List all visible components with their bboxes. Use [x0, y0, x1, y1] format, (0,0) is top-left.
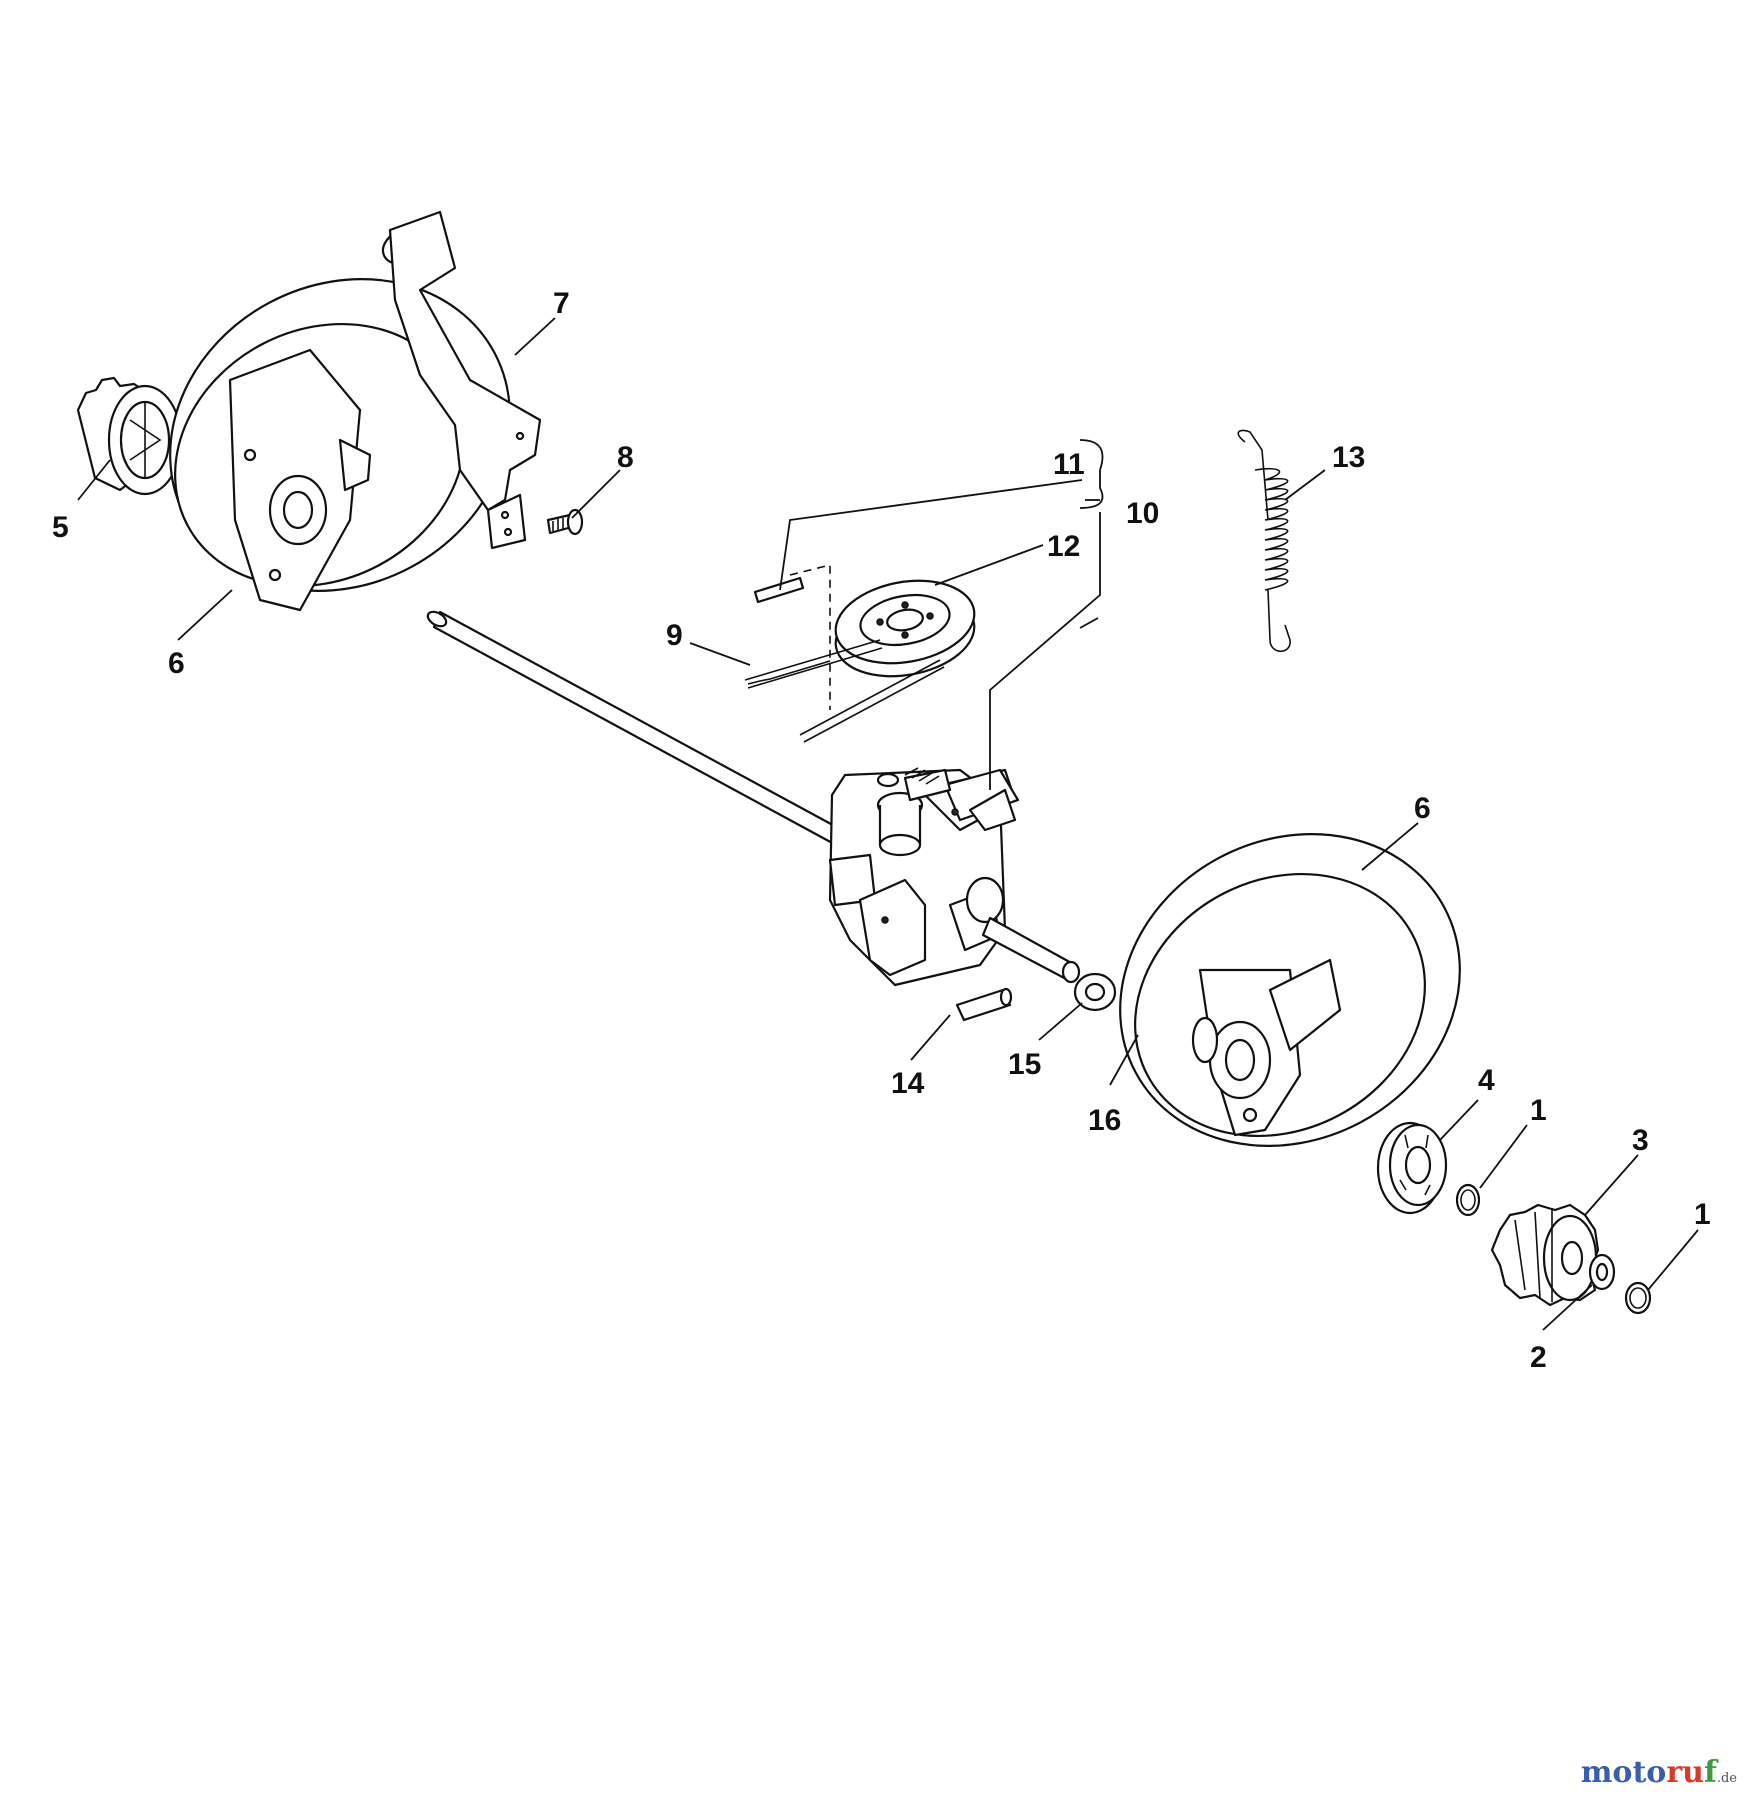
wheel-rim-left-part-6	[169, 278, 511, 612]
bearing-part-4	[1376, 1121, 1448, 1215]
gearbox-housing	[828, 767, 1020, 987]
retaining-ring-part-1-a	[1455, 1183, 1481, 1217]
pulley-part-12	[834, 579, 976, 678]
callout-16: 16	[1088, 1104, 1121, 1137]
drive-belt-part-9	[744, 639, 945, 743]
callout-3: 3	[1632, 1124, 1649, 1157]
callout-labels: 5 6 7 8 9 10 11 12 13 6 14 15 16 4 1 3 1…	[52, 287, 1711, 1374]
callout-4: 4	[1478, 1064, 1495, 1097]
drive-gear-part-3	[1490, 1203, 1600, 1307]
spacer-part-2	[1588, 1253, 1616, 1291]
callout-1-a: 1	[1530, 1094, 1547, 1127]
callout-13: 13	[1332, 441, 1365, 474]
callout-12: 12	[1047, 530, 1080, 563]
axle-shaft	[426, 610, 844, 847]
callout-10: 10	[1126, 497, 1159, 530]
nut-part-15	[1073, 972, 1117, 1012]
watermark-brand-a: moto	[1580, 1755, 1667, 1790]
callout-6-right: 6	[1414, 792, 1431, 825]
leader-lines	[77, 317, 1699, 1331]
output-shaft	[981, 916, 1081, 984]
callout-8: 8	[617, 441, 634, 474]
callout-9: 9	[666, 619, 683, 652]
watermark-brand-c: f	[1703, 1755, 1717, 1790]
callout-15: 15	[1008, 1048, 1041, 1081]
wheel-rim-right-part-6	[1119, 833, 1461, 1147]
key-pin-part-11	[753, 576, 805, 604]
watermark-tld: .de	[1716, 1771, 1737, 1786]
callout-1-b: 1	[1694, 1198, 1711, 1231]
adjuster-bracket-part-7	[381, 210, 542, 550]
roll-pin-part-14	[955, 987, 1013, 1022]
pinion-gear-part-5	[76, 376, 183, 496]
retaining-ring-part-1-b	[1624, 1281, 1652, 1315]
tension-spring-part-13	[1237, 429, 1291, 653]
callout-6-left: 6	[168, 647, 185, 680]
callout-7: 7	[553, 287, 570, 320]
watermark-brand-b: ru	[1666, 1755, 1704, 1790]
callout-5: 5	[52, 511, 69, 544]
screw-part-8	[546, 508, 584, 536]
callout-14: 14	[891, 1067, 925, 1100]
callout-2: 2	[1530, 1341, 1547, 1374]
callout-11: 11	[1053, 448, 1085, 481]
watermark-logo: motoruf.de	[1581, 1755, 1737, 1790]
